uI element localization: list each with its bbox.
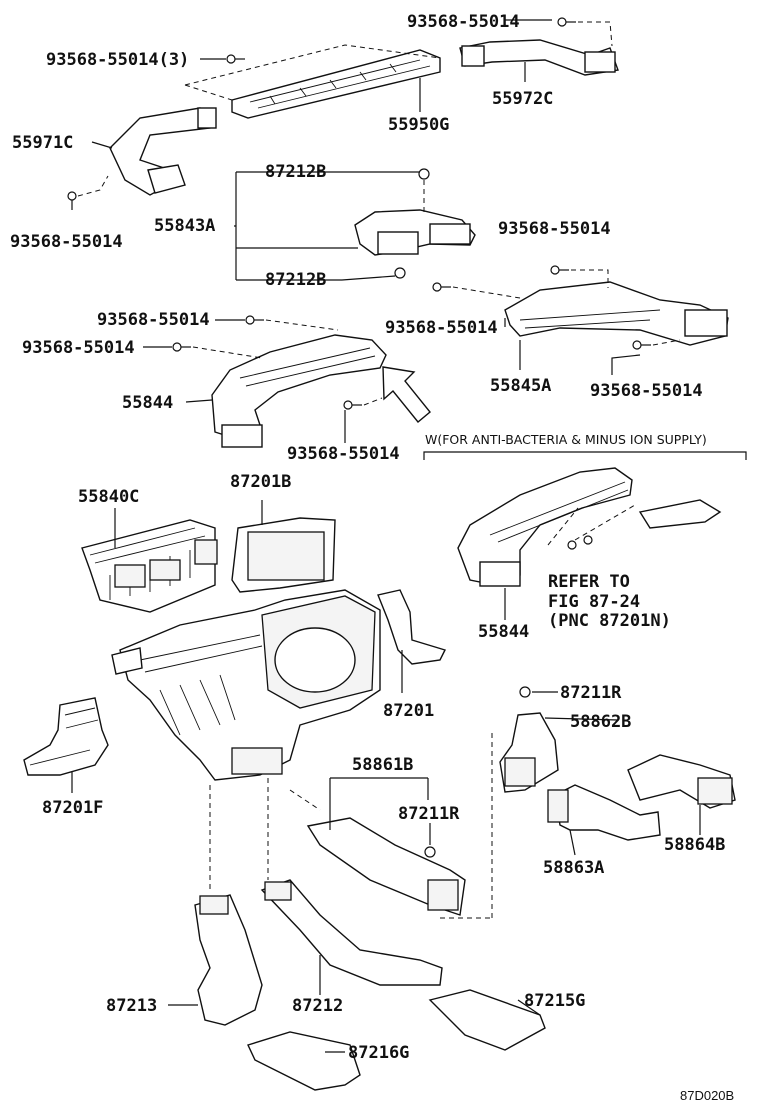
part-55845a [504,281,729,346]
part-87201b [231,517,336,593]
note-anti-bacteria: W(FOR ANTI-BACTERIA & MINUS ION SUPPLY) [425,432,707,447]
part-55950g [184,44,441,119]
label-refer-pnc: (PNC 87201N) [548,611,671,631]
bolt-93568-55014-bottom [343,397,383,410]
label-87213: 87213 [106,996,157,1016]
label-55950g: 55950G [388,115,449,135]
clip-87212b-b [394,267,406,279]
label-93568-55014-bottom: 93568-55014 [287,444,400,464]
part-58864b [627,754,736,809]
label-93568-55014-3: 93568-55014(3) [46,50,189,70]
label-87211r-a: 87211R [560,683,622,703]
part-55844-b [457,467,636,587]
part-87201f [23,697,109,776]
part-58861b [306,817,466,916]
label-refer-to: REFER TO [548,572,630,592]
label-93568-55014-right2: 93568-55014 [590,381,703,401]
label-58861b: 58861B [352,755,413,775]
part-55971c [109,107,217,196]
part-87201n-sensor [567,499,722,550]
label-55840c: 55840C [78,487,139,507]
part-87216g [247,1031,361,1091]
bolt-93568-55014-top [557,17,613,47]
label-93568-55014-mid2: 93568-55014 [97,310,210,330]
bolt-93568-55014-3 [226,54,245,64]
label-55972c: 55972C [492,89,553,109]
diagram-code: 87D020B [680,1088,734,1103]
part-87215g [428,989,546,1051]
label-87212: 87212 [292,996,343,1016]
bolt-93568-55014-right2 [632,339,681,350]
label-93568-55014-right1: 93568-55014 [498,219,611,239]
part-58863a [547,784,661,841]
label-55844-a: 55844 [122,393,173,413]
direction-arrow-icon [382,366,431,423]
part-55843a [354,209,476,256]
part-58862b [499,712,559,793]
bolt-93568-55014-mid1 [432,282,521,299]
part-87212 [260,879,443,986]
label-58863a: 58863A [543,858,604,878]
label-87201: 87201 [383,701,434,721]
clip-87211r-a [519,686,531,698]
label-87215g: 87215G [524,991,585,1011]
clip-87212b-a [418,168,430,180]
label-87212b-a: 87212B [265,162,326,182]
label-55971c: 55971C [12,133,73,153]
label-55843a: 55843A [154,216,215,236]
label-58864b: 58864B [664,835,725,855]
label-93568-55014-mid1: 93568-55014 [385,318,498,338]
label-58862b: 58862B [570,712,631,732]
label-55845a: 55845A [490,376,551,396]
part-heater-unit [111,589,381,781]
part-55840c [81,519,218,613]
label-87212b-b: 87212B [265,270,326,290]
part-55972c [459,39,619,76]
label-refer-fig: FIG 87-24 [548,592,640,612]
bolt-93568-55014-left1 [67,175,109,210]
note-bracket [423,451,747,460]
part-55844-a [211,334,387,448]
label-87211r-b: 87211R [398,804,460,824]
label-87201b: 87201B [230,472,291,492]
label-93568-55014-mid3: 93568-55014 [22,338,135,358]
label-93568-55014-top: 93568-55014 [407,12,520,32]
part-87201 [377,589,446,665]
bolt-93568-55014-mid3 [172,342,263,359]
clip-87211r-b [424,846,436,858]
bolt-93568-55014-right1 [550,265,609,288]
label-87216g: 87216G [348,1043,409,1063]
part-87213 [194,894,263,1026]
label-55844-b: 55844 [478,622,529,642]
label-93568-55014-left1: 93568-55014 [10,232,123,252]
label-87201f: 87201F [42,798,103,818]
bolt-93568-55014-mid2 [245,315,339,331]
